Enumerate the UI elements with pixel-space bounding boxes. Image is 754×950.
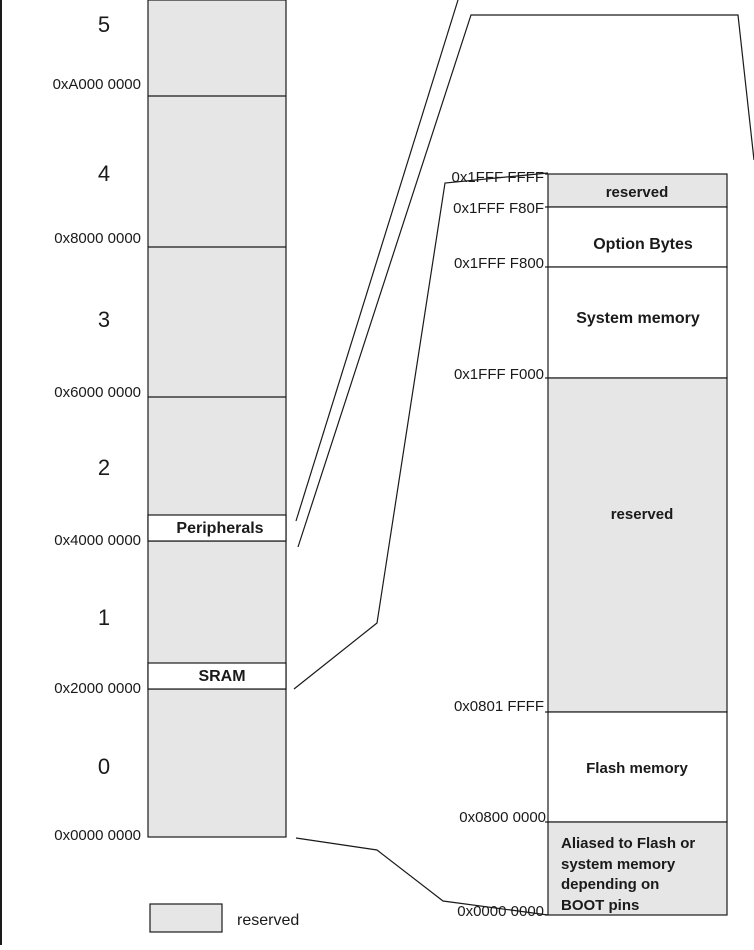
peripherals-block — [147, 514, 287, 542]
right-address-1fff-f80f: 0x1FFF F80F — [453, 200, 544, 217]
connector-peripherals-upper — [295, 0, 459, 522]
sram-label: SRAM — [198, 668, 245, 685]
left-address-2000: 0x2000 0000 — [54, 680, 141, 697]
left-address-8000: 0x8000 0000 — [54, 230, 141, 247]
right-address-0000-0000: 0x0000 0000 — [457, 903, 544, 920]
section-reserved-middle-label: reserved — [611, 506, 674, 523]
sram-block — [147, 662, 287, 690]
connector-peripherals-lower — [297, 14, 754, 548]
right-memory-map: reserved Option Bytes System memory rese… — [452, 169, 728, 920]
region-number-1: 1 — [98, 605, 110, 630]
right-address-0800-0000: 0x0800 0000 — [459, 809, 546, 826]
section-system-memory — [547, 266, 728, 379]
right-address-1fff-f800: 0x1FFF F800 — [454, 255, 544, 272]
right-address-0801-ffff: 0x0801 FFFF — [454, 698, 544, 715]
left-memory-map: Peripherals SRAM 5 4 3 2 1 0 0xA000 0000… — [53, 0, 287, 844]
aliased-line-1: Aliased to Flash or — [561, 835, 695, 852]
section-reserved-top-label: reserved — [606, 184, 669, 201]
left-address-4000: 0x4000 0000 — [54, 532, 141, 549]
section-aliased — [547, 821, 728, 916]
left-address-a000: 0xA000 0000 — [53, 76, 141, 93]
section-option-bytes — [547, 206, 728, 268]
left-column-background — [147, 0, 287, 838]
region-number-2: 2 — [98, 455, 110, 480]
region-number-5: 5 — [98, 12, 110, 37]
section-flash-memory-label: Flash memory — [586, 760, 688, 777]
section-flash-memory — [547, 711, 728, 823]
region-number-3: 3 — [98, 307, 110, 332]
legend: reserved — [149, 903, 299, 933]
section-system-memory-label: System memory — [576, 310, 700, 327]
aliased-line-2: system memory — [561, 856, 676, 873]
zoom-connectors — [293, 0, 754, 916]
aliased-line-4: BOOT pins — [561, 897, 639, 914]
right-address-1fff-f000: 0x1FFF F000 — [454, 366, 544, 383]
section-aliased-label: Aliased to Flash or system memory depend… — [561, 835, 699, 914]
section-option-bytes-label: Option Bytes — [593, 236, 693, 253]
aliased-line-3: depending on — [561, 876, 659, 893]
section-reserved-middle — [547, 377, 728, 713]
legend-swatch — [149, 903, 223, 933]
left-address-6000: 0x6000 0000 — [54, 384, 141, 401]
connector-sram-to-system-area — [293, 172, 549, 690]
right-address-1fff-ffff: 0x1FFF FFFF — [452, 169, 545, 186]
legend-label: reserved — [237, 912, 299, 929]
connector-zero-to-alias — [295, 837, 549, 916]
left-address-0000: 0x0000 0000 — [54, 827, 141, 844]
peripherals-label: Peripherals — [176, 520, 263, 537]
region-number-4: 4 — [98, 161, 110, 186]
region-number-0: 0 — [98, 754, 110, 779]
